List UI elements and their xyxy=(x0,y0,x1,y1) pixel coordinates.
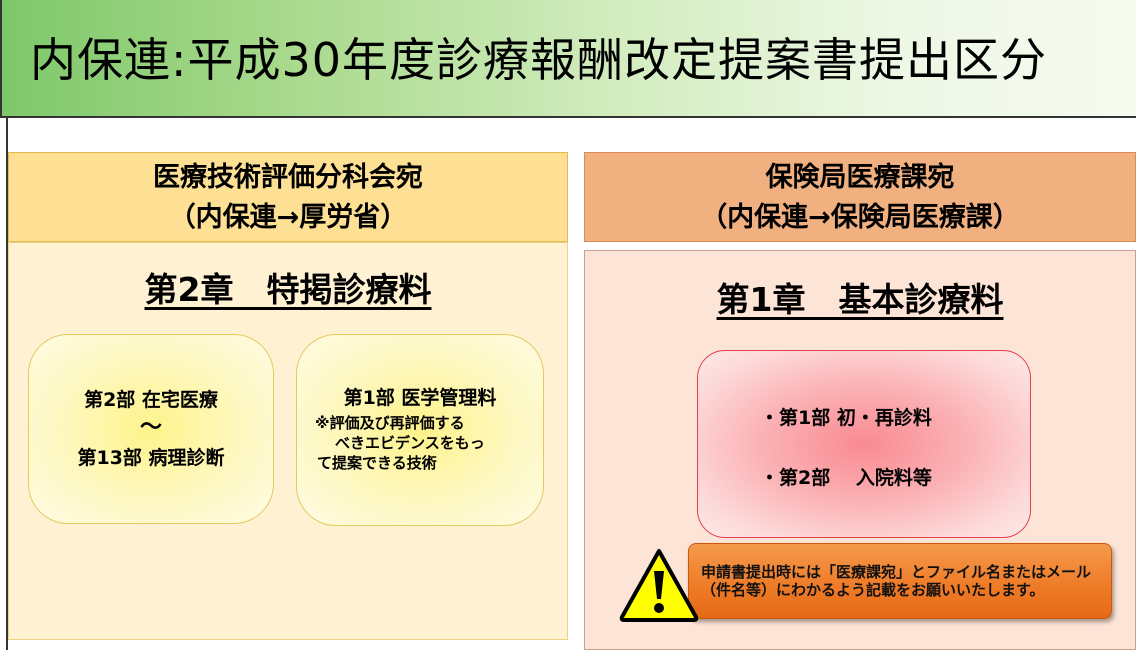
medical-management-box: 第1部 医学管理料 ※評価及び再評価する べきエビデンスをもっ て提案できる技術 xyxy=(296,334,544,526)
basic-fees-box: ・第1部 初・再診料 ・第2部 入院料等 xyxy=(697,350,1031,538)
right-chapter-title: 第1章 基本診療料 xyxy=(584,275,1136,325)
notice-line1: 申請書提出時には「医療課宛」とファイル名またはメール xyxy=(701,563,1092,581)
notice-box: 申請書提出時には「医療課宛」とファイル名またはメール （件名等）にわかるよう記載… xyxy=(688,543,1112,619)
basic-fees-item1: ・第1部 初・再診料 xyxy=(760,407,932,429)
page-title: 内保連:平成30年度診療報酬改定提案書提出区分 xyxy=(30,33,1048,87)
left-chapter-title: 第2章 特掲診療料 xyxy=(8,265,568,315)
right-header-line2: （内保連→保険局医療課） xyxy=(700,202,1020,233)
right-header: 保険局医療課宛 （内保連→保険局医療課） xyxy=(584,152,1136,242)
left-header-line2: （内保連→厚労省） xyxy=(168,202,408,233)
left-header-line1: 医療技術評価分科会宛 xyxy=(153,162,423,193)
left-header: 医療技術評価分科会宛 （内保連→厚労省） xyxy=(8,152,568,242)
left-border xyxy=(6,118,8,650)
notice-line2: （件名等）にわかるよう記載をお願いいたします。 xyxy=(701,581,1045,599)
medical-management-title: 第1部 医学管理料 xyxy=(343,387,497,409)
right-header-line1: 保険局医療課宛 xyxy=(765,162,955,193)
right-chapter-text: 第1章 基本診療料 xyxy=(716,280,1004,319)
title-banner xyxy=(0,0,1136,118)
note-line3: て提案できる技術 xyxy=(317,454,437,472)
basic-fees-item2: ・第2部 入院料等 xyxy=(760,467,932,489)
home-care-box: 第2部 在宅医療 ～ 第13部 病理診断 xyxy=(28,334,274,524)
home-care-line2: ～ xyxy=(139,415,162,440)
left-chapter-text: 第2章 特掲診療料 xyxy=(144,270,432,309)
warning-triangle-icon xyxy=(618,547,700,623)
home-care-line1: 第2部 在宅医療 xyxy=(84,389,218,411)
medical-management-note: ※評価及び再評価する べきエビデンスをもっ て提案できる技術 xyxy=(315,413,535,473)
home-care-line3: 第13部 病理診断 xyxy=(77,447,225,469)
note-line1: ※評価及び再評価する xyxy=(315,414,465,432)
note-line2: べきエビデンスをもっ xyxy=(335,434,485,452)
